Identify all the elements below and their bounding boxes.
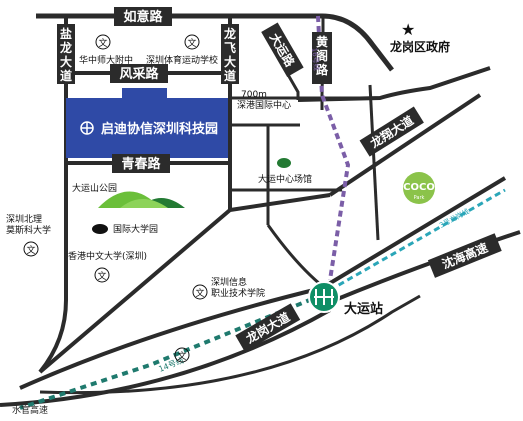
tech-park-tower [122, 88, 167, 100]
road-diagonal-main [38, 193, 331, 374]
shenzhen-metro-logo-icon [314, 289, 334, 305]
msu-bit-label-1: 深圳北理 [6, 214, 42, 225]
road-label-ruyi: 如意路 [123, 9, 163, 25]
line16-label: 16号线 [310, 47, 321, 71]
dayun-park-hills-icon [98, 191, 185, 208]
msu-bit-label-2: 莫斯科大学 [6, 224, 51, 236]
road-label-longfei: 龙飞大道 [224, 26, 236, 83]
sziit-label-2: 职业技术学院 [211, 287, 265, 299]
road-network [0, 13, 521, 407]
culture-icon-glyph: 文 [97, 270, 106, 282]
line14-track [19, 293, 323, 410]
district-gov-label: 龙岗区政府 [390, 39, 450, 54]
road-longxiang [297, 66, 491, 102]
intl-university-label: 国际大学园 [113, 223, 158, 235]
sports-center-label: 大运中心场馆 [258, 173, 312, 185]
dayun-park-label: 大运山公园 [72, 182, 117, 194]
road-east-vertical [368, 84, 380, 241]
line3-track [329, 188, 506, 292]
culture-icon-glyph: 文 [98, 37, 107, 49]
culture-icon [94, 267, 110, 283]
distance-label: 700m [241, 90, 267, 100]
tech-park-logo-icon [80, 121, 94, 135]
road-label-huangge: 黄阁路 [316, 34, 329, 77]
coco-park[interactable]: COCO Park [403, 172, 435, 204]
culture-icon-glyph: 文 [195, 287, 204, 299]
coco-park-sublabel: Park [414, 195, 425, 201]
culture-icon-glyph: 文 [177, 350, 186, 362]
road-label-fengcai: 风采路 [119, 66, 159, 82]
road-shuiguan [0, 308, 331, 407]
road-longgang [19, 176, 507, 390]
road-label-shuiguan: 水官高速 [12, 404, 48, 416]
road-bottom-arc [39, 294, 421, 395]
culture-icon [95, 34, 111, 50]
culture-icon [184, 34, 200, 50]
metro-lines [19, 15, 506, 410]
tech-park-label: 启迪协信深圳科技园 [101, 121, 218, 137]
culture-icon-glyph: 文 [26, 244, 35, 256]
stadium-icon [277, 158, 291, 168]
road-longxiang-diag [328, 93, 482, 197]
road-label-dayun: 大运路 [267, 30, 298, 70]
culture-icon [192, 284, 208, 300]
culture-icon [174, 347, 190, 363]
huashi-school-label: 华中师大附中 [79, 54, 133, 66]
culture-icon [23, 241, 39, 257]
poi-labels: ★ 龙岗区政府 文 华中师大附中 文 深圳体育运动学校 700m 深港国际中心 … [6, 20, 450, 363]
graduation-cap-icon [92, 224, 108, 234]
road-label-shenhai: 沈海高速 [440, 240, 490, 272]
road-label-qingchun: 青春路 [121, 156, 161, 172]
dayun-station[interactable]: 大运站 [308, 281, 383, 317]
road-label-yanlong: 盐龙大道 [60, 26, 72, 83]
road-labels: 如意路 风采路 青春路 盐龙大道 龙飞大道 大运路 黄阁路 龙翔大道 沈海高速 [12, 7, 502, 416]
cuhk-sz-label: 香港中文大学(深圳) [68, 250, 147, 262]
culture-icon-glyph: 文 [187, 37, 196, 49]
dayun-station-label: 大运站 [344, 301, 383, 317]
tech-park[interactable]: 启迪协信深圳科技园 [66, 88, 228, 158]
coco-park-label: COCO [403, 182, 435, 193]
shengang-center-label: 深港国际中心 [237, 99, 291, 111]
metro-line-labels: 16号线 3号龙岗线 14号线 [157, 47, 471, 374]
sports-school-label: 深圳体育运动学校 [146, 54, 218, 66]
line16-track [316, 15, 351, 281]
star-icon: ★ [401, 20, 415, 39]
coco-park-badge [403, 172, 435, 204]
sziit-label-1: 深圳信息 [211, 276, 247, 288]
